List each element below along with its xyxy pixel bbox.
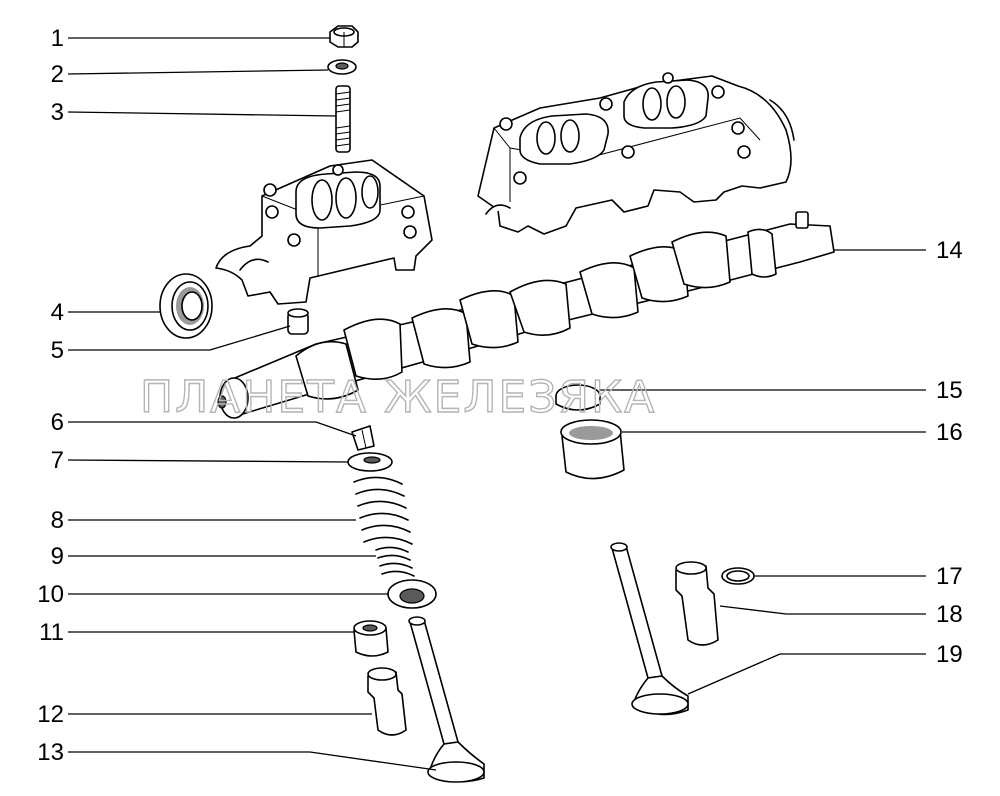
callout-4: 4 (51, 299, 64, 326)
callout-11: 11 (39, 619, 64, 646)
watermark-text: ПЛАНЕТА ЖЕЛЕЗЯКА (140, 372, 656, 423)
callout-10: 10 (37, 581, 64, 608)
callout-8: 8 (51, 507, 64, 534)
callout-13: 13 (37, 739, 64, 766)
part-valve-guide-left (367, 667, 407, 736)
callout-5: 5 (51, 337, 64, 364)
callout-2: 2 (51, 61, 64, 88)
part-valve-right (610, 542, 689, 716)
part-inner-spring (375, 546, 415, 577)
part-valve-guide-right (675, 561, 719, 646)
part-stud (335, 85, 351, 153)
leader-lines (67, 37, 926, 771)
part-tappet (560, 419, 625, 480)
part-sleeve (287, 308, 309, 335)
callout-7: 7 (51, 447, 64, 474)
callout-3: 3 (51, 99, 64, 126)
part-washer (327, 59, 357, 75)
callout-17: 17 (936, 563, 963, 590)
part-spring-retainer (347, 452, 393, 472)
callout-18: 18 (936, 601, 963, 628)
callout-6: 6 (51, 409, 64, 436)
callout-16: 16 (936, 419, 963, 446)
part-bearing-cap-large (477, 72, 795, 235)
part-camshaft (217, 211, 835, 419)
part-shim (555, 384, 601, 411)
callout-14: 14 (936, 237, 963, 264)
part-oil-seal (159, 273, 213, 339)
part-nut (329, 25, 359, 48)
part-spring-seat (387, 579, 437, 609)
callout-12: 12 (37, 701, 64, 728)
callout-labels: 1 2 3 4 5 6 7 8 9 10 11 12 13 14 15 16 1… (37, 25, 962, 766)
callout-15: 15 (936, 377, 963, 404)
part-valve-stem-seal (353, 620, 389, 657)
part-outer-spring (353, 476, 413, 545)
part-valve-cotters (351, 425, 375, 451)
callout-1: 1 (51, 25, 64, 52)
part-bearing-cap-small (215, 159, 433, 305)
callout-9: 9 (51, 543, 64, 570)
part-circlip (721, 567, 755, 585)
callout-19: 19 (936, 641, 963, 668)
part-valve-left (408, 616, 485, 783)
